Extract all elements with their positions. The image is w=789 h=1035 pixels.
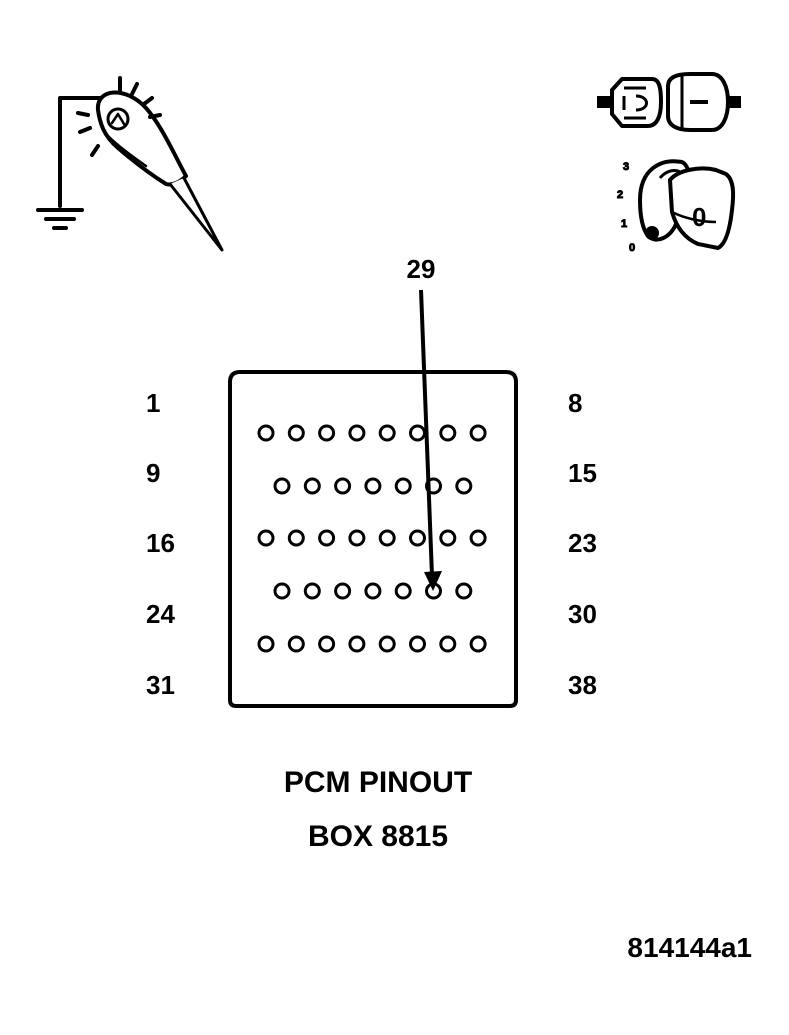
row-label-right: 38 (568, 670, 597, 700)
caption-box-number: BOX 8815 (308, 820, 448, 853)
pin-hole (455, 582, 473, 600)
pin-hole (469, 635, 487, 653)
key-label: 0 (692, 202, 706, 232)
pin-hole (439, 424, 457, 442)
pin-hole (378, 635, 396, 653)
pin-hole (303, 582, 321, 600)
pin-hole (469, 529, 487, 547)
pin-hole (439, 635, 457, 653)
row-label-left: 9 (146, 458, 160, 488)
callout-arrow (419, 289, 442, 591)
pin-hole (469, 424, 487, 442)
pin-hole (303, 477, 321, 495)
pin-hole (364, 582, 382, 600)
pin-hole (409, 424, 426, 442)
pin-hole (455, 477, 473, 495)
ground-probe-test-light-icon (36, 76, 224, 252)
pin-hole (334, 477, 352, 495)
pin-hole (409, 635, 426, 653)
pin-hole (378, 529, 396, 547)
row-label-left: 1 (146, 388, 160, 418)
row-label-right: 23 (568, 528, 597, 558)
pin-hole (287, 529, 305, 547)
pin-hole (318, 635, 336, 653)
pin-hole (273, 477, 291, 495)
ignition-position-1: 1 (621, 218, 627, 230)
connector-face (228, 370, 518, 708)
pin-hole (348, 529, 366, 547)
pin-hole (273, 582, 291, 600)
pin-hole (348, 424, 366, 442)
pin-hole (257, 635, 275, 653)
row-label-right: 15 (568, 458, 597, 488)
pin-hole (318, 424, 336, 442)
row-label-left: 16 (146, 528, 175, 558)
connector-pins (257, 424, 487, 653)
pin-hole (409, 529, 426, 547)
pin-hole (394, 477, 412, 495)
callout-pin-label: 29 (407, 254, 436, 284)
row-label-left: 24 (146, 599, 175, 629)
row-label-right: 8 (568, 388, 582, 418)
pin-hole (394, 582, 412, 600)
row-label-right: 30 (568, 599, 597, 629)
pin-hole (257, 424, 275, 442)
pin-hole (439, 529, 457, 547)
pin-hole (378, 424, 396, 442)
caption-title: PCM PINOUT (284, 766, 472, 799)
pin-hole (287, 635, 305, 653)
ignition-position-2: 2 (617, 189, 623, 201)
ignition-key-off-icon: 3 2 1 0 0 (617, 159, 736, 255)
pin-hole (348, 635, 366, 653)
row-label-left: 31 (146, 670, 175, 700)
pin-hole (287, 424, 305, 442)
ignition-position-3: 3 (623, 161, 629, 173)
pin-hole (318, 529, 336, 547)
disconnected-connector-icon (597, 72, 741, 132)
ignition-position-0: 0 (629, 242, 635, 254)
pin-hole (334, 582, 352, 600)
pin-hole (364, 477, 382, 495)
pin-hole (257, 529, 275, 547)
figure-code: 814144a1 (627, 932, 752, 963)
